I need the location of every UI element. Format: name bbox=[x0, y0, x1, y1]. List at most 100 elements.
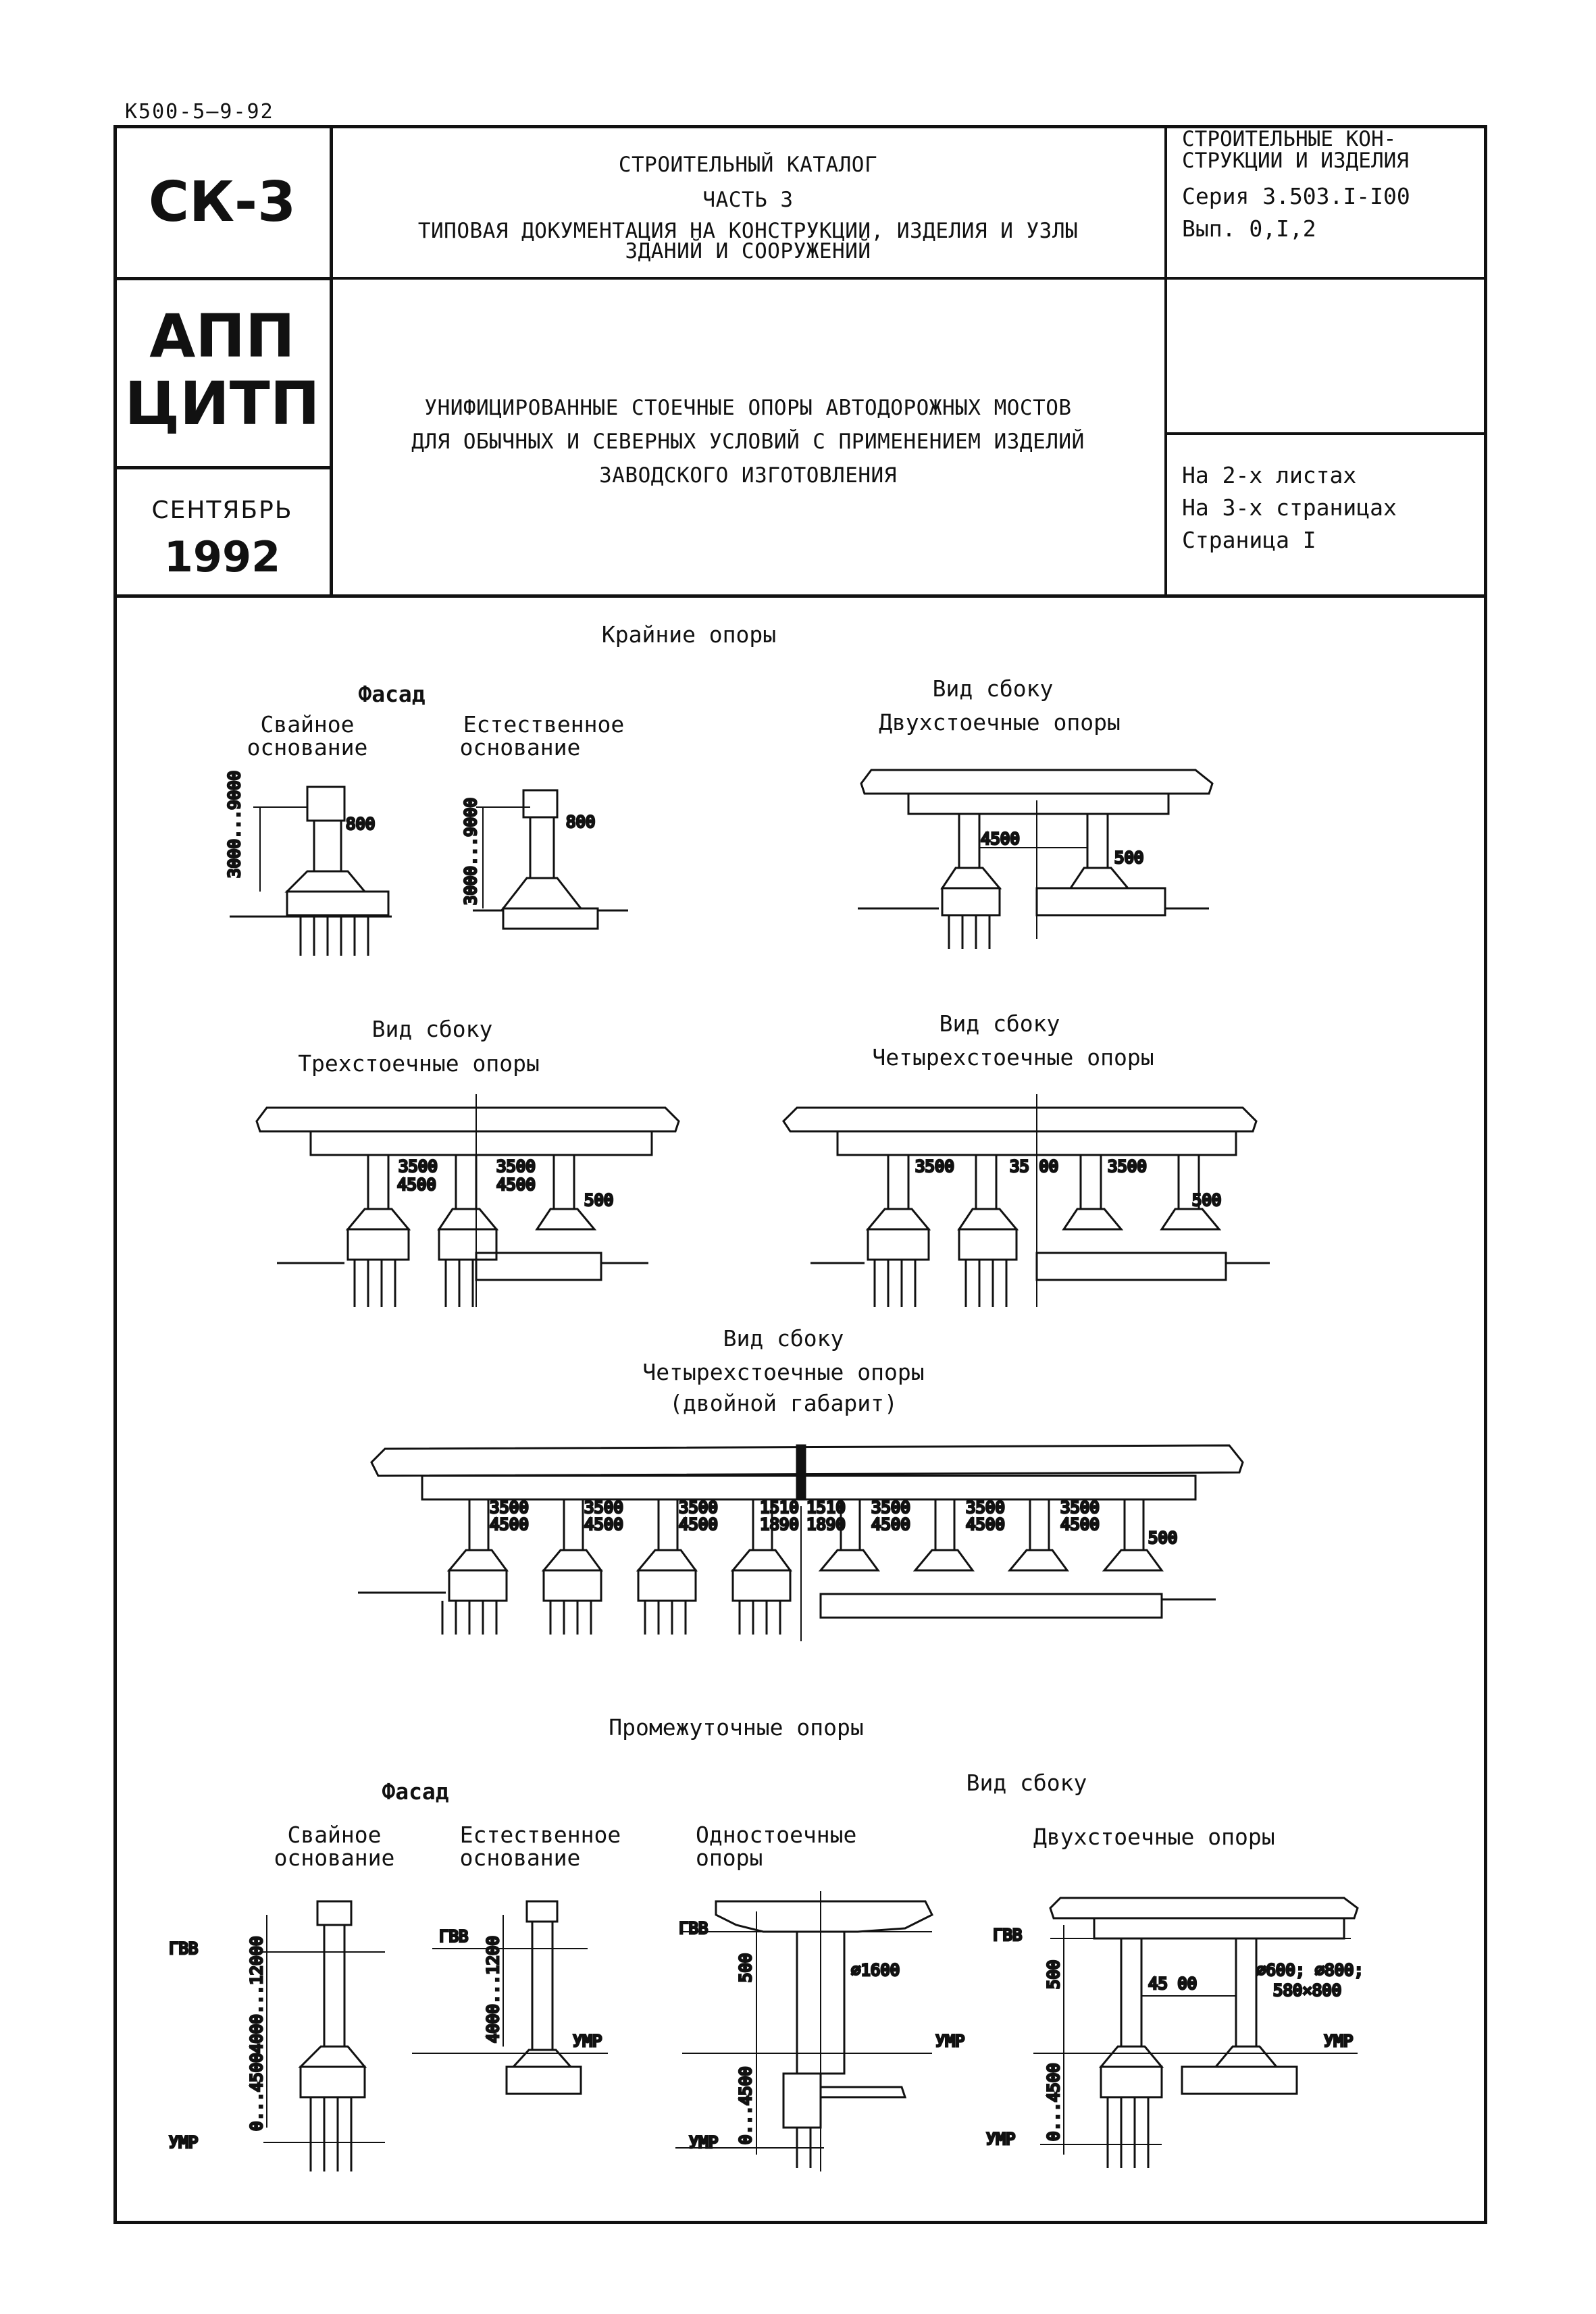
single-post-side-view bbox=[675, 1891, 934, 2171]
dim-500-a: 500 bbox=[1114, 848, 1143, 867]
two-post-label: Двухстоечные опоры bbox=[879, 709, 1121, 736]
dim-800-1: 800 bbox=[346, 815, 375, 833]
dim-3500-d2: 3500 bbox=[584, 1498, 623, 1517]
doc-title-3: ЗАВОДСКОГО ИЗГОТОВЛЕНИЯ bbox=[599, 463, 897, 488]
natural-base-label-2b: основание bbox=[459, 1845, 581, 1871]
doc-title-2: ДЛЯ ОБЫЧНЫХ И СЕВЕРНЫХ УСЛОВИЙ С ПРИМЕНЕ… bbox=[411, 430, 1085, 454]
single-post-label-b: опоры bbox=[696, 1845, 763, 1871]
gvv-1: ГВВ bbox=[169, 1939, 198, 1958]
header-line-top bbox=[330, 277, 1487, 280]
dim-4500-b1: 4500 bbox=[397, 1175, 436, 1194]
dim-4500-d6: 4500 bbox=[1060, 1515, 1100, 1534]
gvv-2: ГВВ bbox=[439, 1927, 468, 1946]
side-view-label-1: Вид сбоку bbox=[932, 675, 1054, 702]
dim-3500-d4: 3500 bbox=[871, 1498, 910, 1517]
dim-3500-c1: 3500 bbox=[915, 1157, 954, 1176]
section-intermediate-supports: Промежуточные опоры bbox=[609, 1714, 864, 1741]
intermediate-facade-natural bbox=[412, 1900, 608, 2095]
natural-base-label-2a: Естественное bbox=[459, 1822, 621, 1848]
pile-base-label-2b: основание bbox=[274, 1845, 395, 1871]
umr-3: УМР bbox=[935, 2032, 964, 2051]
issue-year: 1992 bbox=[163, 532, 281, 582]
two-post-side-view bbox=[858, 769, 1214, 949]
header-line-right bbox=[1164, 432, 1487, 435]
umr-6: УМР bbox=[986, 2130, 1015, 2149]
dim-4500-d2: 4500 bbox=[584, 1515, 623, 1534]
org-line1: АПП bbox=[149, 301, 295, 371]
dim-500-d: 500 bbox=[1148, 1528, 1177, 1547]
side-view-label-3: Вид сбоку bbox=[939, 1010, 1060, 1037]
issue-number: Вып. 0,I,2 bbox=[1182, 215, 1316, 242]
phi-1600: ⌀1600 bbox=[851, 1961, 900, 1980]
dim-500-b: 500 bbox=[584, 1191, 613, 1210]
issue-month: СЕНТЯБРЬ bbox=[151, 496, 293, 524]
catalog-subtitle-1: ТИПОВАЯ ДОКУМЕНТАЦИЯ НА КОНСТРУКЦИИ, ИЗД… bbox=[417, 219, 1079, 243]
umr-4: УМР bbox=[689, 2133, 718, 2152]
dim-0-4500-a: 0...4500 bbox=[247, 2053, 266, 2131]
series-number: Серия 3.503.I-I00 bbox=[1182, 183, 1410, 209]
facade-label-1: Фасад bbox=[358, 681, 426, 707]
umr-1: УМР bbox=[169, 2133, 198, 2152]
header-line-sk3 bbox=[113, 277, 330, 280]
org-line2: ЦИТП bbox=[124, 369, 320, 438]
dim-h-range-2: 3000...9000 bbox=[461, 798, 480, 905]
page-number: Страница I bbox=[1182, 527, 1316, 553]
side-view-label-4: Вид сбоку bbox=[723, 1325, 844, 1352]
dim-0-4500-b: 0...4500 bbox=[736, 2066, 755, 2144]
catalog-code: СК-3 bbox=[148, 170, 297, 234]
facade-natural-end-support bbox=[473, 789, 628, 930]
two-post-intermediate-side-view bbox=[1033, 1897, 1359, 2168]
side-view-label-2: Вид сбоку bbox=[371, 1016, 493, 1042]
three-post-label: Трехстоечные опоры bbox=[298, 1050, 540, 1077]
double-gauge-side-view bbox=[358, 1444, 1244, 1641]
four-post-label-2: Четырехстоечные опоры bbox=[642, 1359, 925, 1385]
four-post-label-1: Четырехстоечные опоры bbox=[872, 1044, 1154, 1071]
header-line-org bbox=[113, 466, 330, 469]
dim-3500-d1: 3500 bbox=[490, 1498, 529, 1517]
header-divider-left bbox=[330, 125, 333, 598]
pile-base-label-2a: Свайное bbox=[287, 1822, 382, 1848]
phi-600-800: ⌀600; ⌀800; bbox=[1256, 1961, 1364, 1980]
dim-1510-a: 1510 bbox=[760, 1498, 799, 1517]
natural-base-label-1a: Естественное bbox=[463, 711, 625, 738]
dim-3500-b1: 3500 bbox=[398, 1157, 438, 1176]
dim-500-f: 500 bbox=[1044, 1960, 1063, 1989]
two-post-label-b: Двухстоечные опоры bbox=[1033, 1824, 1275, 1850]
gvv-4: ГВВ bbox=[993, 1926, 1022, 1945]
four-post-side-view bbox=[782, 1094, 1270, 1307]
facade-pile-end-support bbox=[230, 786, 392, 956]
dim-4500-d5: 4500 bbox=[966, 1515, 1005, 1534]
three-post-side-view bbox=[255, 1094, 680, 1307]
dim-4500-a: 4500 bbox=[981, 829, 1020, 848]
document-frame bbox=[113, 125, 1487, 2224]
gvv-3: ГВВ bbox=[679, 1919, 708, 1938]
facade-label-2: Фасад bbox=[382, 1778, 449, 1805]
dim-12000: 4000...12000 bbox=[247, 1936, 266, 2053]
sheets-count: На 2-х листах bbox=[1182, 462, 1357, 488]
doc-title-1: УНИФИЦИРОВАННЫЕ СТОЕЧНЫЕ ОПОРЫ АВТОДОРОЖ… bbox=[424, 396, 1072, 420]
series-line2: СТРУКЦИИ И ИЗДЕЛИЯ bbox=[1182, 149, 1409, 173]
dim-1890-a: 1890 bbox=[760, 1515, 799, 1534]
dim-1200: 4000...1200 bbox=[484, 1936, 503, 2043]
pile-base-label-1b: основание bbox=[247, 734, 368, 761]
dim-1890-b: 1890 bbox=[806, 1515, 846, 1534]
dim-h-range-1: 3000...9000 bbox=[225, 771, 244, 878]
catalog-part: ЧАСТЬ 3 bbox=[702, 188, 794, 212]
natural-base-label-1b: основание bbox=[459, 734, 581, 761]
document-code: К500-5—9-92 bbox=[125, 100, 274, 124]
dim-3500-d6: 3500 bbox=[1060, 1498, 1100, 1517]
catalog-title: СТРОИТЕЛЬНЫЙ КАТАЛОГ bbox=[618, 153, 878, 177]
dim-800-2: 800 bbox=[566, 813, 595, 831]
dim-4500-b2: 4500 bbox=[496, 1175, 536, 1194]
dim-4500-d4: 4500 bbox=[871, 1515, 910, 1534]
section-end-supports: Крайние опоры bbox=[601, 621, 777, 648]
dim-4500-d1: 4500 bbox=[490, 1515, 529, 1534]
dim-4500-d3: 4500 bbox=[679, 1515, 718, 1534]
dim-500-e: 500 bbox=[736, 1953, 755, 1982]
pile-base-label-1a: Свайное bbox=[260, 711, 355, 738]
double-gauge-label: (двойной габарит) bbox=[669, 1390, 898, 1416]
header-divider-right bbox=[1164, 125, 1167, 598]
dim-3500-d3: 3500 bbox=[679, 1498, 718, 1517]
dim-3500-b2: 3500 bbox=[496, 1157, 536, 1176]
